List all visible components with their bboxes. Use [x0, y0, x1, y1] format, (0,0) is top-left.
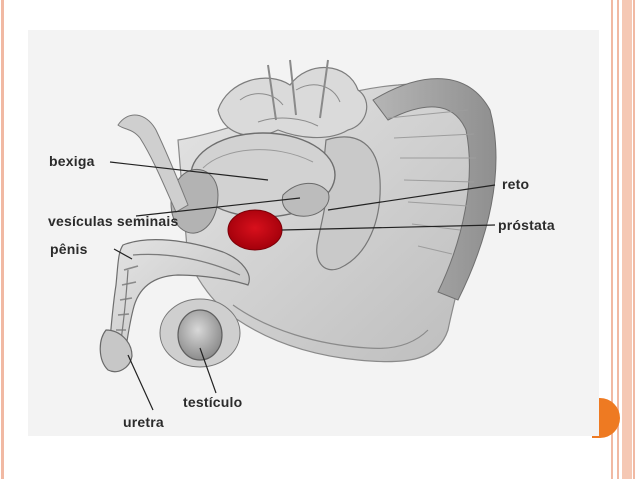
sacrum-band	[372, 78, 497, 301]
left-border-rail	[1, 0, 4, 479]
label-testiculo: testículo	[183, 394, 243, 410]
right-border-rail	[617, 0, 619, 479]
anatomy-drawing	[99, 59, 497, 411]
leader-line-bexiga	[109, 161, 269, 181]
label-uretra: uretra	[123, 414, 164, 430]
leader-line-uretra	[127, 354, 154, 411]
glans	[99, 329, 133, 373]
label-bexiga: bexiga	[49, 153, 95, 169]
seminal-vesicles	[281, 182, 330, 217]
leader-line-penis	[113, 248, 133, 260]
leader-line-vesiculas	[135, 197, 301, 217]
right-border-rail	[611, 0, 613, 479]
label-prostata: próstata	[498, 217, 555, 233]
perineum-contour	[232, 304, 429, 350]
label-reto: reto	[502, 176, 530, 192]
vessels	[267, 59, 329, 121]
penis-shaft	[107, 239, 250, 366]
prostate-highlight	[227, 209, 283, 251]
leader-line-reto	[327, 184, 496, 211]
right-border-rail	[633, 0, 635, 479]
abdominal-wall	[117, 114, 189, 213]
pubic-bone	[170, 168, 219, 234]
sacrum-texture	[387, 109, 476, 255]
leader-line-testiculo	[199, 347, 217, 394]
label-vesiculas-seminais: vesículas seminais	[48, 213, 179, 229]
label-penis: pênis	[50, 241, 88, 257]
intestine-folds	[239, 84, 341, 127]
leader-line-prostata	[281, 224, 496, 231]
bladder-shading	[202, 149, 314, 169]
testicle	[177, 309, 223, 361]
right-border-band	[622, 0, 632, 479]
anatomy-figure: bexiga vesículas seminais pênis reto pró…	[28, 30, 599, 436]
